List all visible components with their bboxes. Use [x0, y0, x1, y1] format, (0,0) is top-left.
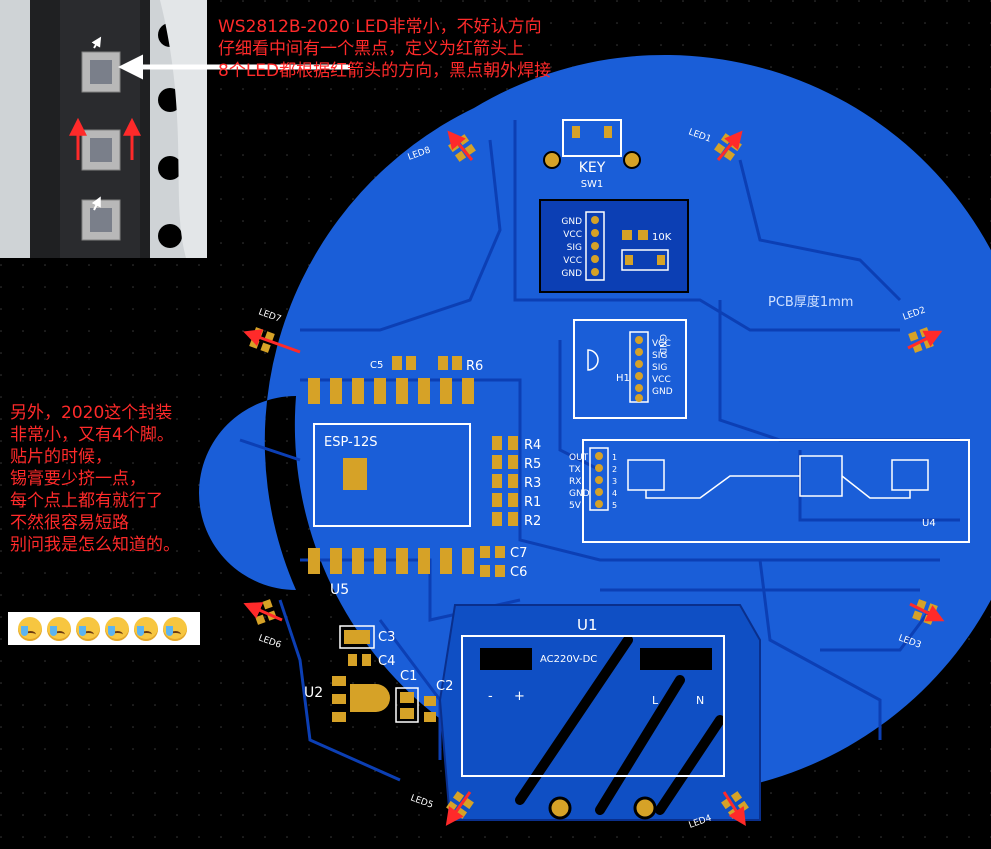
r6-label: R6 — [466, 359, 483, 374]
u1-minus: - — [488, 689, 493, 704]
module-top-pin-5: GND — [561, 269, 582, 279]
r2-label: R2 — [524, 514, 541, 529]
module-top: GND VCC SIG VCC GND 10K — [539, 199, 689, 293]
u1-plus: + — [514, 689, 525, 704]
pcb-thickness-note: PCB厚度1mm — [768, 294, 853, 310]
module-top-pin-4: VCC — [563, 256, 582, 266]
switch-label: KEY — [579, 160, 606, 176]
u4-pin-5v: 5V — [569, 501, 582, 511]
esp-module-u5: ESP-12S U5 — [308, 378, 474, 598]
c3-label: C3 — [378, 630, 395, 645]
crying-face-icon — [105, 616, 129, 641]
switch-sw1: KEY SW1 — [543, 119, 641, 190]
emoji-row — [8, 612, 200, 645]
crying-face-icon — [134, 616, 158, 641]
annotation-left: 另外，2020这个封装 非常小，又有4个脚。 贴片的时候， 锡膏要少挤一点， 每… — [10, 402, 180, 556]
u4-pin-tx: TX — [568, 465, 581, 475]
caps-top: C5 R6 — [370, 356, 483, 374]
u4-pin-num-1: 1 — [612, 453, 617, 462]
annotation-left-line-6: 不然很容易短路 — [10, 513, 129, 533]
pcb-board — [199, 55, 991, 821]
u2-label: U2 — [304, 685, 323, 701]
annotation-left-line-4: 锡膏要少挤一点， — [10, 469, 146, 489]
annotation-left-line-1: 另外，2020这个封装 — [10, 403, 173, 423]
r4-label: R4 — [524, 438, 541, 453]
resistor-stack: R4 R5 R3 R1 R2 — [492, 436, 541, 529]
h1-pin-label-4: SIG — [652, 363, 667, 373]
esp-label: ESP-12S — [324, 435, 378, 450]
u4-ref: U4 — [922, 518, 936, 529]
annotation-left-line-2: 非常小，又有4个脚。 — [10, 425, 174, 445]
module-top-pin-3: SIG — [567, 243, 582, 253]
annotation-top: WS2812B-2020 LED非常小，不好认方向 仔细看中间有一个黑点，定义为… — [218, 16, 551, 82]
u4-pin-rx: RX — [569, 477, 581, 487]
caps-c7-c6: C7 C6 — [480, 546, 527, 580]
power-module-u1: U1 AC220V-DC - + L N — [461, 616, 725, 820]
annotation-left-line-5: 每个点上都有就行了 — [10, 491, 163, 511]
esp-ref: U5 — [330, 582, 349, 598]
c7-label: C7 — [510, 546, 527, 561]
h1-pin-label-6: GND — [652, 387, 673, 397]
c4-label: C4 — [378, 654, 395, 669]
module-top-pin-1: GND — [561, 217, 582, 227]
annotation-top-line-2: 仔细看中间有一个黑点，定义为红箭头上 — [218, 39, 524, 59]
u4-pin-num-5: 5 — [612, 501, 617, 510]
power-small-parts: C3 C4 U2 C1 C2 — [304, 625, 453, 723]
h1-ref: H1 — [616, 373, 630, 384]
h1-pin-label-2: VCC — [652, 339, 671, 349]
u1-ref: U1 — [577, 616, 598, 634]
sensor-u4: OUT TX RX GND 5V 1 2 3 4 5 U4 — [568, 439, 970, 543]
annotation-left-line-7: 别问我是怎么知道的。 — [10, 535, 180, 555]
u4-pin-out: OUT — [569, 453, 589, 463]
module-top-pin-2: VCC — [563, 230, 582, 240]
u1-label: AC220V-DC — [540, 654, 597, 665]
led-group: LED8 LED1 LED2 LED3 — [243, 127, 945, 831]
c2-label: C2 — [436, 679, 453, 694]
annotation-left-line-3: 贴片的时候， — [10, 447, 112, 467]
annotation-top-line-3: 8个LED都根据红箭头的方向，黑点朝外焊接 — [218, 61, 552, 81]
crying-face-icon — [47, 616, 71, 641]
u1-n: N — [696, 694, 704, 707]
u4-pin-num-3: 3 — [612, 477, 617, 486]
r5-label: R5 — [524, 457, 541, 472]
annotation-top-line-1: WS2812B-2020 LED非常小，不好认方向 — [218, 17, 542, 37]
crying-face-icon — [18, 616, 42, 641]
c6-label: C6 — [510, 565, 527, 580]
u4-pin-gnd: GND — [569, 489, 590, 499]
h1-pin-label-5: VCC — [652, 375, 671, 385]
module-top-resistor: 10K — [652, 232, 672, 243]
r3-label: R3 — [524, 476, 541, 491]
led-reel-photo — [0, 0, 350, 258]
h1-pin-label-3: SIG — [652, 351, 667, 361]
crying-face-icon — [76, 616, 100, 641]
connector-h1: H1 GND VCC VCC SIG SIG VCC GND — [573, 319, 687, 419]
h1-pin-1: GND — [657, 334, 667, 355]
c1-label: C1 — [400, 669, 417, 684]
crying-face-icon — [163, 616, 187, 641]
u4-pin-num-2: 2 — [612, 465, 617, 474]
u4-pin-num-4: 4 — [612, 489, 617, 498]
r1-label: R1 — [524, 495, 541, 510]
u1-l: L — [652, 694, 659, 707]
c5-label: C5 — [370, 360, 383, 371]
switch-ref: SW1 — [581, 179, 604, 190]
